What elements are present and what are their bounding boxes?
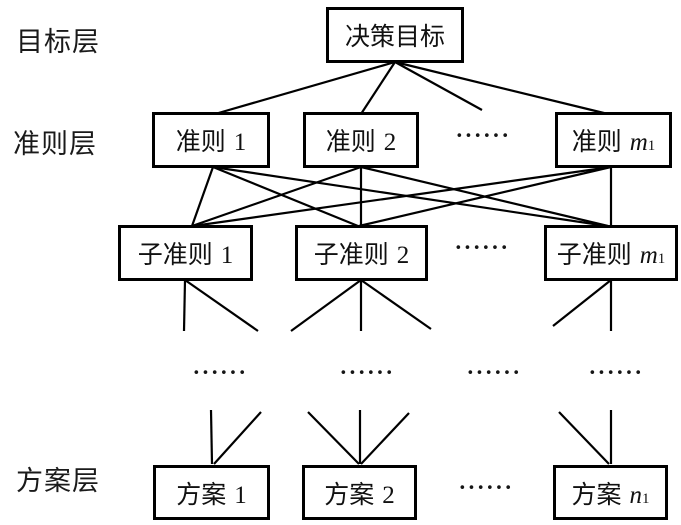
node-criterion-1-text: 准则	[175, 129, 226, 156]
ellipsis-middle-3: ······	[466, 360, 522, 385]
connector-line	[394, 60, 609, 116]
node-alternative-1-text: 方案	[176, 481, 227, 509]
ellipsis-middle-2: ······	[339, 360, 395, 385]
node-criterion-1-number: 1	[233, 129, 247, 156]
ellipsis-middle-4: ······	[588, 360, 644, 385]
node-subcriterion-2-number: 2	[396, 242, 410, 269]
connector-line	[358, 165, 612, 228]
node-goal-text: 决策目标	[344, 24, 445, 51]
connector-line	[360, 61, 396, 115]
connector-line	[214, 60, 396, 116]
node-alternative-1-number: 1	[234, 481, 247, 509]
ellipsis-middle-1: ······	[192, 360, 248, 385]
connector-line	[191, 165, 362, 228]
node-criterion-2: 准则 2	[303, 112, 419, 168]
node-criterion-2-text: 准则	[325, 129, 376, 156]
node-subcriterion-m1-variable: m	[639, 242, 658, 269]
connector-line	[558, 411, 610, 465]
connector-line	[290, 279, 362, 332]
ellipsis-criteria-row: ······	[455, 123, 511, 148]
node-goal: 决策目标	[326, 7, 464, 63]
ellipsis-alternatives-row: ······	[458, 475, 514, 500]
connector-line	[552, 279, 612, 327]
node-subcriterion-1-text: 子准则	[137, 242, 213, 269]
node-subcriterion-2: 子准则 2	[295, 225, 428, 281]
connector-line	[209, 409, 214, 465]
connector-line	[184, 279, 259, 332]
node-criterion-m1-text: 准则	[571, 129, 622, 156]
connector-line	[360, 412, 410, 465]
node-alternative-2-number: 2	[382, 481, 395, 509]
layer-label-criteria: 准则层	[13, 129, 97, 159]
node-criterion-1: 准则 1	[152, 112, 270, 168]
connector-line	[213, 411, 262, 465]
node-criterion-2-number: 2	[383, 129, 397, 156]
connector-line	[360, 279, 432, 330]
node-alternative-2-text: 方案	[324, 481, 375, 509]
node-alternative-n1-text: 方案	[571, 481, 622, 509]
node-subcriterion-1: 子准则 1	[118, 225, 253, 281]
connector-line	[192, 165, 612, 228]
connector-line	[394, 61, 483, 111]
connector-line	[212, 165, 608, 228]
layer-label-goal: 目标层	[16, 27, 100, 57]
node-criterion-m1-variable: m	[629, 129, 648, 156]
layer-label-alternatives: 方案层	[16, 466, 100, 496]
connector-line	[212, 165, 359, 228]
node-subcriterion-1-number: 1	[220, 242, 234, 269]
ellipsis-subcriteria-row: ······	[454, 235, 510, 260]
node-alternative-n1-variable: n	[629, 481, 643, 509]
node-subcriterion-2-text: 子准则	[313, 242, 389, 269]
connector-line	[307, 411, 360, 465]
connector-line	[190, 166, 215, 227]
connector-line	[182, 279, 187, 332]
node-subcriterion-m1-text: 子准则	[556, 242, 632, 269]
